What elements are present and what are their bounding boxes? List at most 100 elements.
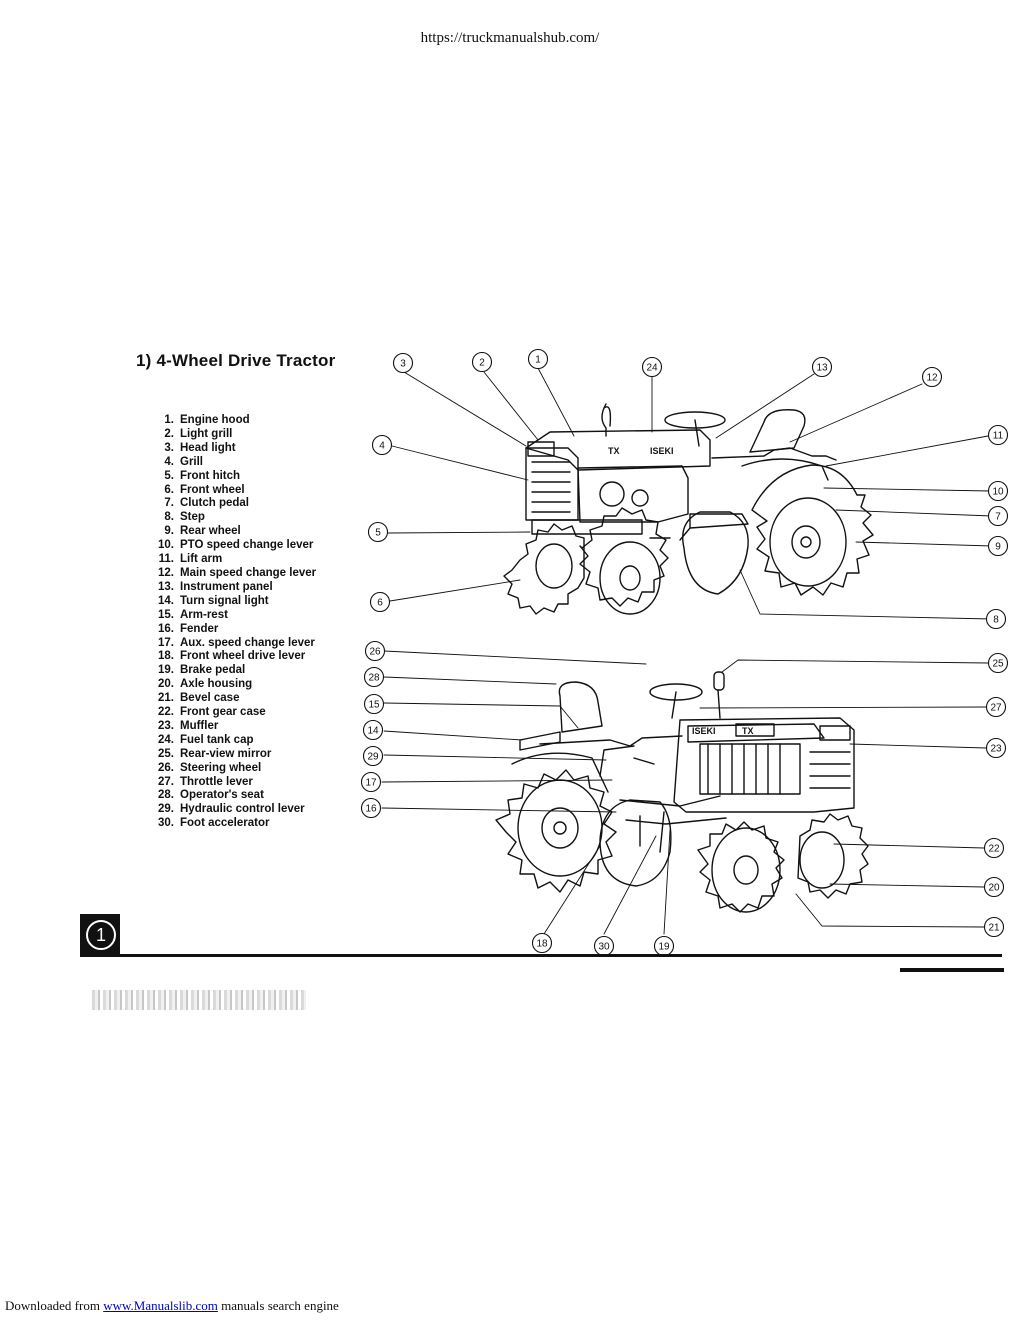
part-name: Main speed change lever xyxy=(180,566,317,579)
hood-brand-bottom: ISEKI xyxy=(692,726,716,736)
part-name: Clutch pedal xyxy=(180,497,250,510)
callout-number: 20 xyxy=(988,883,1000,894)
tractor-top-illustration xyxy=(503,403,874,615)
parts-list-item: 20.Axle housing xyxy=(140,678,316,692)
part-number: 2. xyxy=(164,427,174,440)
callout-circle xyxy=(362,719,384,741)
part-name: Step xyxy=(180,511,205,524)
callout-circle xyxy=(641,356,663,378)
part-name: Lift arm xyxy=(180,553,223,566)
callout-number: 8 xyxy=(993,615,999,626)
callout-number: 19 xyxy=(658,942,670,953)
part-number: 21. xyxy=(158,692,174,705)
parts-list-item: 6.Front wheel xyxy=(140,484,316,498)
part-name: Instrument panel xyxy=(180,580,273,593)
callout-number: 4 xyxy=(379,441,385,452)
callout-number: 30 xyxy=(598,942,610,953)
manualslib-link[interactable]: www.Manualslib.com xyxy=(103,1298,218,1313)
part-number: 9. xyxy=(164,525,174,538)
callout-number: 14 xyxy=(367,726,379,737)
part-number: 7. xyxy=(164,497,174,510)
parts-list-item: 30.Foot accelerator xyxy=(140,817,316,831)
callout-circle xyxy=(360,797,382,819)
part-name: Hydraulic control lever xyxy=(180,803,305,816)
parts-list-item: 28.Operator's seat xyxy=(140,789,316,803)
hood-model-top: TX xyxy=(608,446,620,456)
callout-number: 6 xyxy=(377,598,383,609)
part-name: Arm-rest xyxy=(180,608,228,621)
part-name: Front wheel drive lever xyxy=(180,650,306,663)
callout-number: 29 xyxy=(367,752,379,763)
part-name: Aux. speed change lever xyxy=(180,636,315,649)
parts-list-item: 13.Instrument panel xyxy=(140,581,316,595)
callout-circle xyxy=(531,932,553,954)
callout-number: 17 xyxy=(365,778,377,789)
parts-list-item: 16.Fender xyxy=(140,623,316,637)
part-name: Front hitch xyxy=(180,469,241,482)
callout-number: 9 xyxy=(995,542,1001,553)
callout-number: 11 xyxy=(993,431,1004,442)
parts-list-item: 27.Throttle lever xyxy=(140,776,316,790)
horizontal-rule xyxy=(80,954,1002,957)
callout-number: 5 xyxy=(375,528,381,539)
parts-list-item: 26.Steering wheel xyxy=(140,762,316,776)
callout-number: 12 xyxy=(926,373,938,384)
parts-list-item: 11. Lift arm xyxy=(140,553,316,567)
callout-number: 16 xyxy=(365,804,377,815)
tractor-bottom-illustration xyxy=(495,671,869,913)
callout-circle xyxy=(471,351,493,373)
parts-list-item: 19. Brake pedal xyxy=(140,664,316,678)
callout-circle xyxy=(369,591,391,613)
callout-circle xyxy=(985,696,1007,718)
callout-circle xyxy=(983,876,1005,898)
part-name: Foot accelerator xyxy=(180,817,270,830)
callout-circle xyxy=(363,666,385,688)
part-number: 3. xyxy=(164,441,174,454)
callout-number: 7 xyxy=(995,512,1001,523)
part-name: Bevel case xyxy=(180,692,240,705)
part-number: 5. xyxy=(164,469,174,482)
part-number: 14. xyxy=(158,594,174,607)
parts-list-item: 8.Step xyxy=(140,511,316,525)
part-number: 19. xyxy=(158,664,174,677)
part-number: 6. xyxy=(164,483,174,496)
part-number: 10. xyxy=(158,539,174,552)
part-name: Turn signal light xyxy=(180,594,269,607)
header-url: https://truckmanualshub.com/ xyxy=(420,30,600,46)
part-name: Muffler xyxy=(180,719,219,732)
callout-circle xyxy=(811,356,833,378)
callout-number: 2 xyxy=(479,358,485,369)
callout-circle xyxy=(921,366,943,388)
parts-list-item: 3. Head light xyxy=(140,442,316,456)
callout-circle xyxy=(987,480,1009,502)
callout-number: 15 xyxy=(368,700,380,711)
callout-circle xyxy=(527,348,549,370)
parts-list-item: 10.PTO speed change lever xyxy=(140,539,316,553)
callout-number: 24 xyxy=(646,363,658,374)
callout-number: 27 xyxy=(990,703,1002,714)
part-name: Fuel tank cap xyxy=(180,733,254,746)
parts-list-item: 25.Rear-view mirror xyxy=(140,748,316,762)
part-name: Rear wheel xyxy=(180,525,241,538)
part-name: Rear-view mirror xyxy=(180,747,272,760)
callout-circle xyxy=(987,424,1009,446)
part-name: Throttle lever xyxy=(180,775,253,788)
footer-suffix: manuals search engine xyxy=(217,1298,339,1313)
part-number: 11. xyxy=(158,553,174,566)
callout-number: 1 xyxy=(535,355,541,366)
part-name: Head light xyxy=(180,441,236,454)
part-name: Engine hood xyxy=(180,414,250,426)
parts-list-item: 12.Main speed change lever xyxy=(140,567,316,581)
parts-list-item: 1.Engine hood xyxy=(140,414,316,428)
part-name: Brake pedal xyxy=(180,664,246,677)
part-name: Light grill xyxy=(180,427,233,440)
part-number: 29. xyxy=(158,803,174,816)
callout-circle xyxy=(983,837,1005,859)
parts-list-item: 23. Muffler xyxy=(140,720,316,734)
callout-number: 25 xyxy=(992,659,1004,670)
part-number: 23. xyxy=(158,719,174,732)
callout-circle xyxy=(363,693,385,715)
hood-brand-top: ISEKI xyxy=(650,446,674,456)
callout-circle xyxy=(392,352,414,374)
